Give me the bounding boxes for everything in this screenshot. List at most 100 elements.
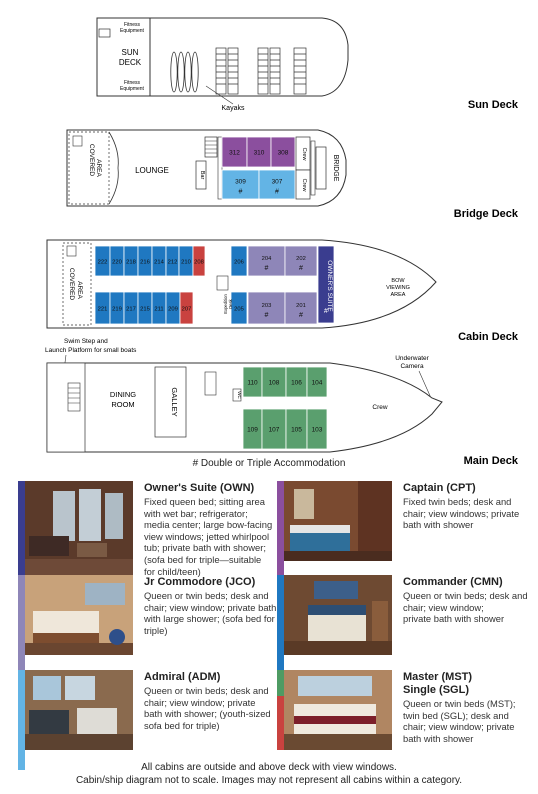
expedition-desk-label: Expedition (223, 294, 228, 314)
stairs-icon (216, 275, 229, 291)
fitness-label-top-2: Equipment (120, 28, 145, 34)
cabin-number: 109 (247, 427, 258, 434)
cabin-number: 201 (296, 303, 306, 309)
swim-step-label-2: Launch Platform for small boats (45, 347, 137, 354)
cabin-number: 206 (234, 260, 244, 266)
cabin-number: 203 (262, 303, 272, 309)
cabin-box (261, 408, 287, 450)
cabin-number: 205 (234, 307, 244, 313)
cabin-number: 210 (181, 260, 191, 266)
wc-room (232, 388, 242, 402)
cabin: 108 (261, 366, 287, 398)
cabin-number: 215 (140, 307, 150, 313)
category-color-bar (277, 575, 284, 675)
category-title: Master (MST)Single (SGL) (403, 671, 473, 696)
cabin-mark: # (299, 312, 303, 319)
kayaks-label: Kayaks (222, 105, 245, 112)
category-color-bar-sgl (277, 696, 284, 750)
crew-label: Crew (372, 404, 387, 411)
cabin-number: 209 (168, 307, 178, 313)
cabin-box (270, 136, 296, 168)
cabin: 219 (109, 291, 125, 325)
crew-room (295, 169, 311, 200)
galley-label: GALLEY (170, 387, 179, 416)
cabin-number: 202 (296, 256, 306, 262)
cabin-number: 221 (98, 307, 108, 313)
cabin-number: 106 (291, 380, 302, 387)
cabin-photo-owners-suite (25, 481, 133, 581)
bar-counter (195, 160, 207, 190)
cabin-box (284, 291, 318, 325)
cabin: 105 (285, 408, 308, 450)
footer-line-2: Cabin/ship diagram not to scale. Images … (75, 775, 463, 786)
cabin-number: 222 (98, 260, 108, 266)
category-commander: Commander (CMN) Queen or twin beds; desk… (277, 575, 528, 675)
cabin: 201 # (284, 291, 318, 325)
category-color-bar (18, 670, 25, 770)
sun-deck-label-2: DECK (119, 58, 142, 67)
lounge-chairs-icon (215, 47, 307, 95)
cabin-number: 214 (154, 260, 164, 266)
cabin: 206 (230, 245, 248, 277)
stairs-icon (204, 371, 217, 396)
cabin: 310 (246, 136, 272, 168)
cabin: 104 (306, 366, 328, 398)
cabin-box (221, 169, 260, 200)
main-deck: Swim Step and Launch Platform for small … (45, 338, 443, 453)
cabin-box (258, 169, 296, 200)
cabin: 220 (109, 245, 125, 277)
fitness-label-top: Fitness (124, 22, 141, 28)
fitness-label-bottom: Fitness (124, 80, 141, 86)
cabin-number: 310 (254, 150, 265, 157)
crew-label-2: Crew (301, 179, 307, 192)
cabin: 205 (230, 291, 248, 325)
bow-viewing-label-3: AREA (391, 292, 406, 298)
cabin-box (284, 245, 318, 277)
cabin-number: 309 (235, 179, 246, 186)
category-title: Jr Commodore (JCO) (144, 576, 256, 588)
cabin-mark: # (239, 189, 243, 196)
cabin: 203 # (247, 291, 286, 325)
cabin-number: 219 (112, 307, 122, 313)
covered-area-label-2: AREA (76, 281, 83, 299)
lounge-label: LOUNGE (135, 166, 169, 175)
category-color-bar-mst (277, 670, 284, 696)
cabin: 210 (178, 245, 194, 277)
cabin-box (230, 245, 248, 277)
cabin: 211 (151, 291, 167, 325)
cabin: 202 # (284, 245, 318, 277)
covered-area-label: COVERED (88, 144, 95, 176)
category-color-bar (277, 481, 284, 581)
sun-deck: Fitness Equipment SUN DECK Fitness Equip… (96, 17, 349, 112)
expedition-desk-label-2: Desk (228, 298, 233, 308)
owners-suite-mark: # (324, 308, 328, 315)
category-admiral: Admiral (ADM) Queen or twin beds; desk a… (18, 670, 271, 770)
cabin-mark: # (265, 312, 269, 319)
cabin: 216 (137, 245, 153, 277)
cabin-photo-admiral (25, 670, 133, 770)
cabin: 209 (165, 291, 181, 325)
cabin-mark: # (299, 265, 303, 272)
bow-viewing-label: BOW (391, 278, 405, 284)
cabin-box (247, 291, 286, 325)
category-master-single: Master (MST)Single (SGL) Queen or twin b… (277, 670, 527, 770)
bow-viewing-label-2: VIEWING (386, 285, 410, 291)
cabin-box (230, 291, 248, 325)
cabin-photo-captain (284, 481, 392, 581)
cabin: 109 (242, 408, 263, 450)
wc-label: WC (237, 391, 242, 399)
category-title: Captain (CPT) (403, 482, 476, 494)
cabin-mark: # (275, 189, 279, 196)
swim-step-label: Swim Step and (64, 338, 108, 345)
bridge-room (315, 146, 327, 190)
crew-label: Crew (301, 148, 307, 161)
cabin-photo-master-single (284, 670, 392, 770)
fitness-label-bottom-2: Equipment (120, 86, 145, 92)
cabin: 103 (306, 408, 328, 450)
cabin: 107 (261, 408, 287, 450)
footer-line-1: All cabins are outside and above deck wi… (141, 762, 397, 773)
